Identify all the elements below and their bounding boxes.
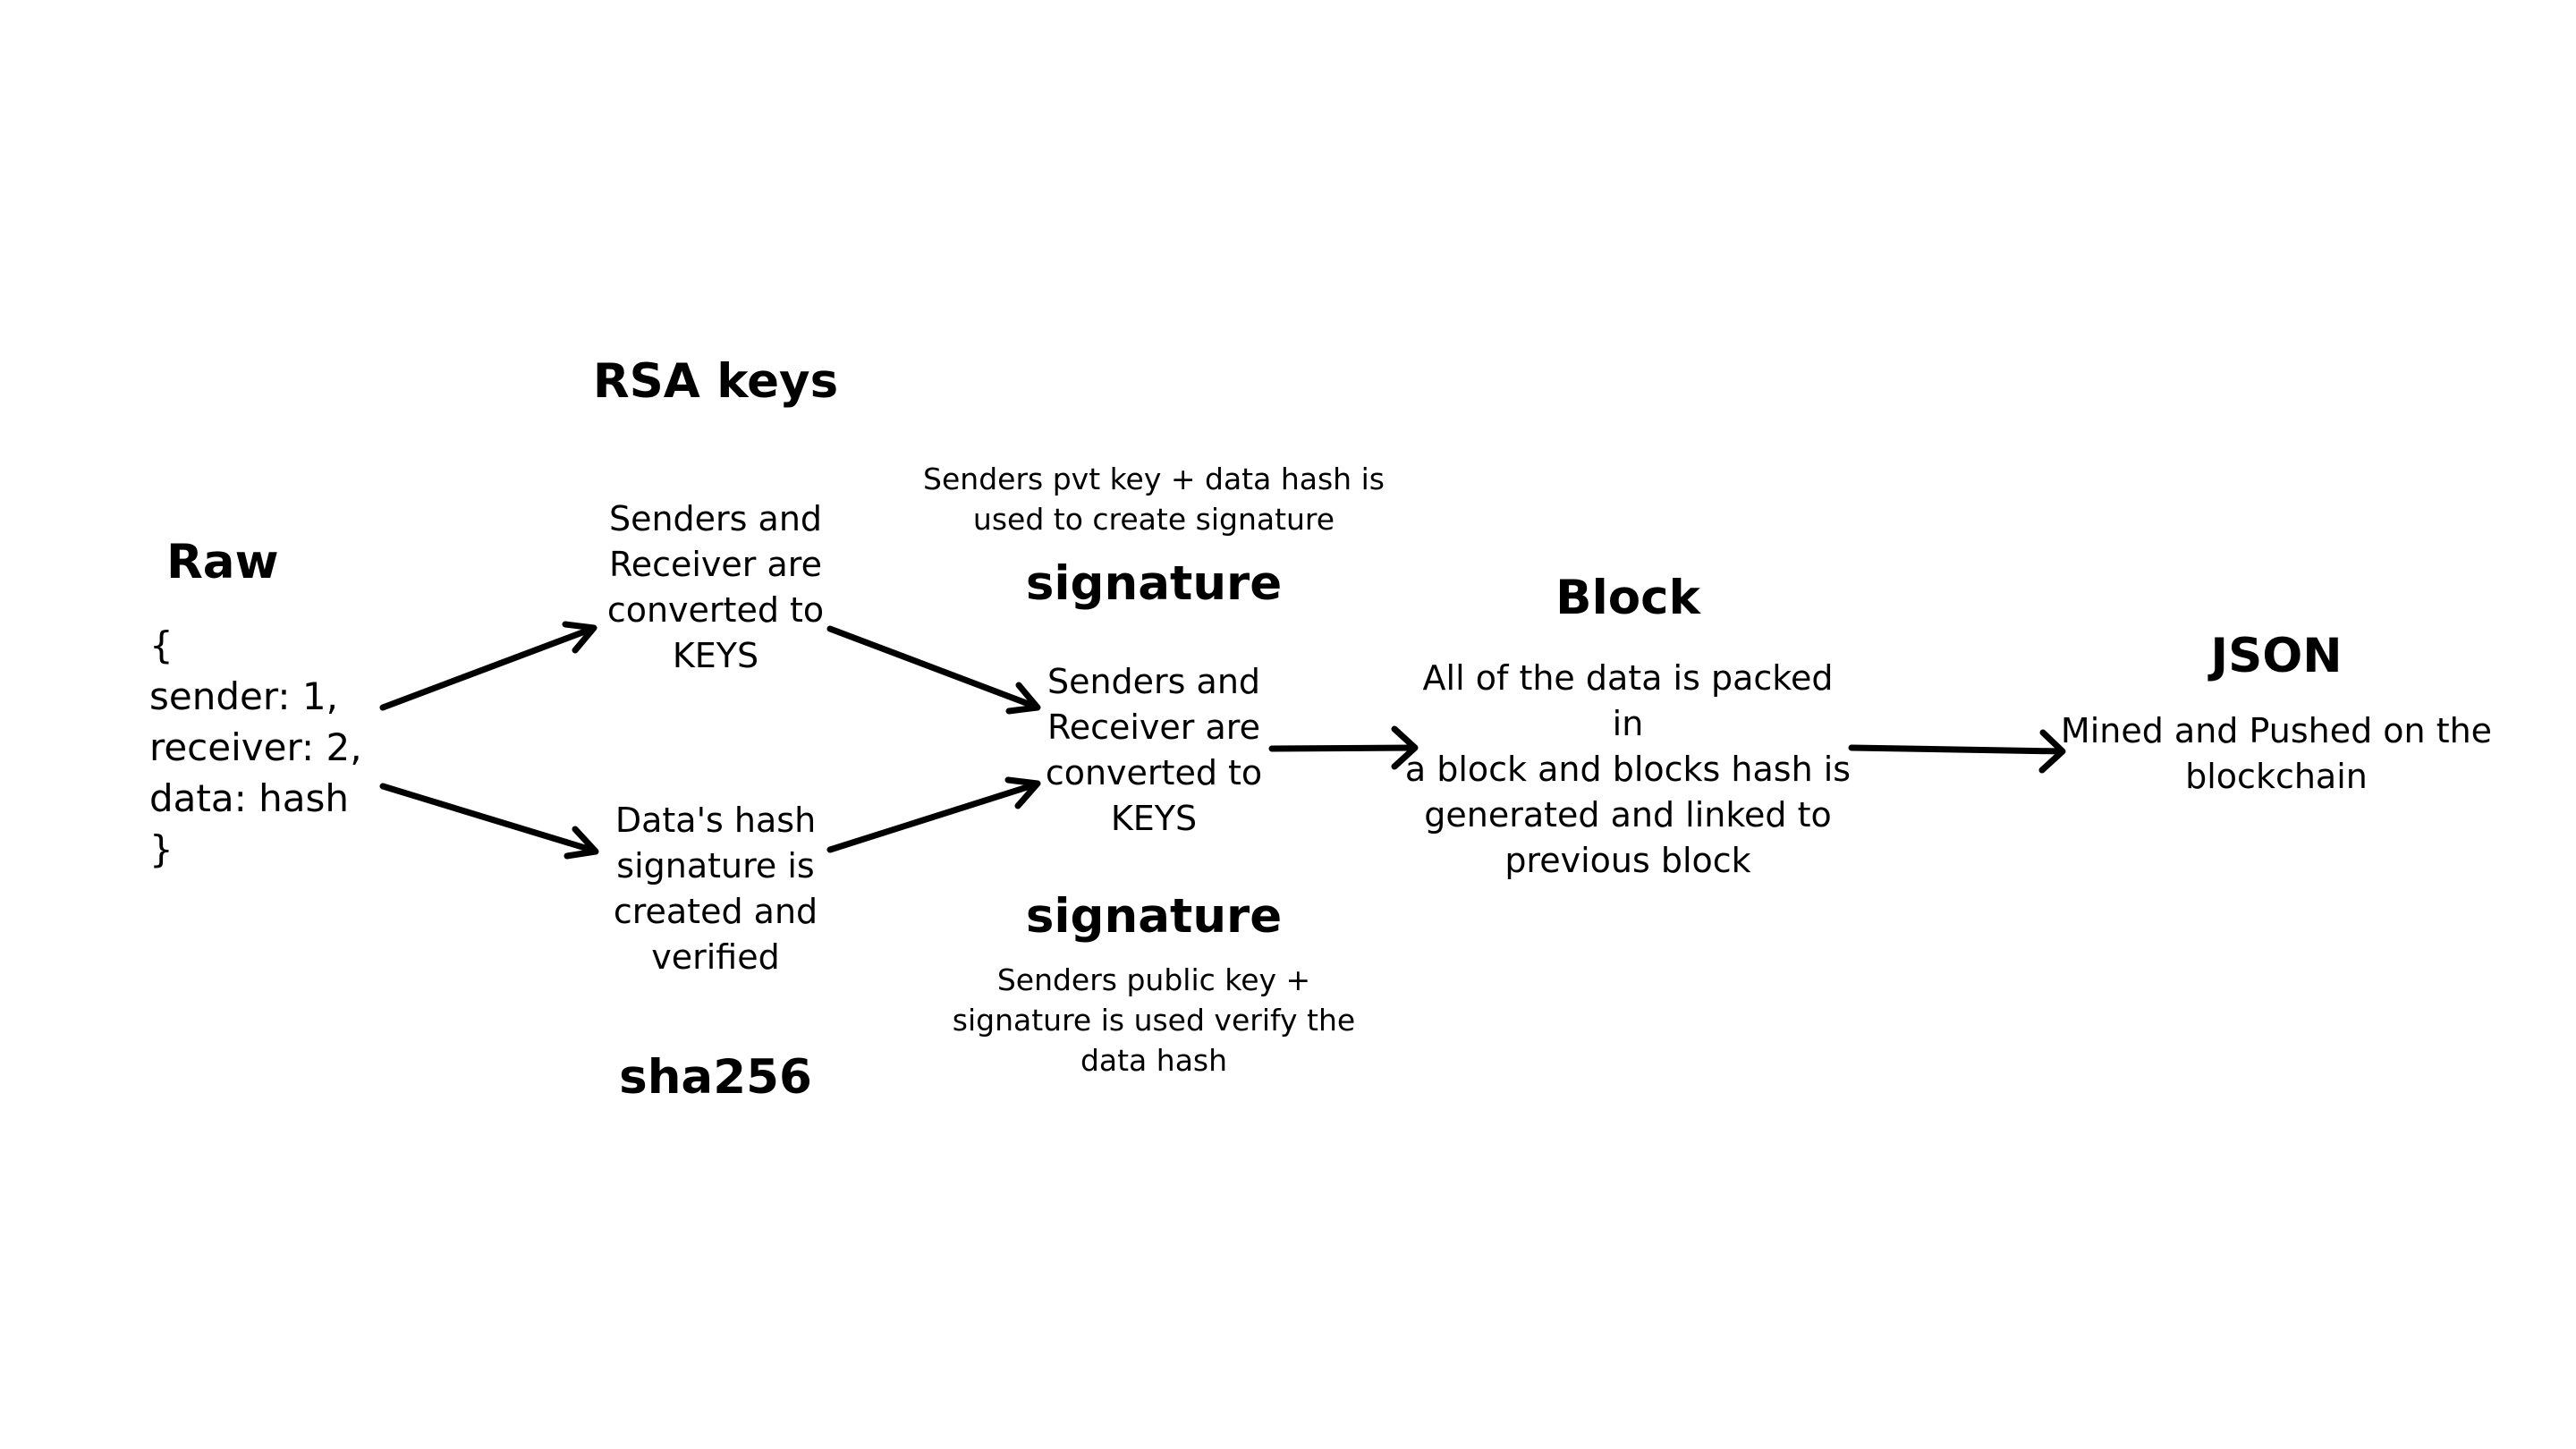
arrow-raw-to-sha — [379, 783, 599, 860]
arrow-raw-to-rsa — [379, 621, 597, 711]
rsa-keys-heading: RSA keys — [592, 354, 839, 409]
raw-heading: Raw — [166, 535, 279, 589]
rsa-keys-text: Senders and Receiver are converted to KE… — [606, 499, 825, 675]
sha256-heading: sha256 — [619, 1050, 812, 1105]
signature-verify-note: Senders public key + signature is used v… — [952, 962, 1356, 1078]
signature-create-note: Senders pvt key + data hash is used to c… — [923, 462, 1385, 537]
json-text: Mined and Pushed on the blockchain — [2060, 711, 2493, 796]
signature-verify-heading: signature — [1025, 889, 1283, 944]
json-heading: JSON — [2210, 629, 2343, 683]
signature-create-heading: signature — [1025, 556, 1283, 611]
block-text: All of the data is packed in a block and… — [1404, 658, 1852, 880]
sha256-text: Data's hash signature is created and ver… — [613, 801, 818, 977]
arrow-sha-to-center — [826, 776, 1041, 853]
arrow-block-to-json — [1848, 729, 2066, 774]
center-node-text: Senders and Receiver are converted to KE… — [1045, 662, 1263, 838]
block-heading: Block — [1555, 571, 1700, 625]
arrow-rsa-to-center — [826, 625, 1041, 715]
raw-payload: { sender: 1, receiver: 2, data: hash } — [149, 623, 362, 871]
